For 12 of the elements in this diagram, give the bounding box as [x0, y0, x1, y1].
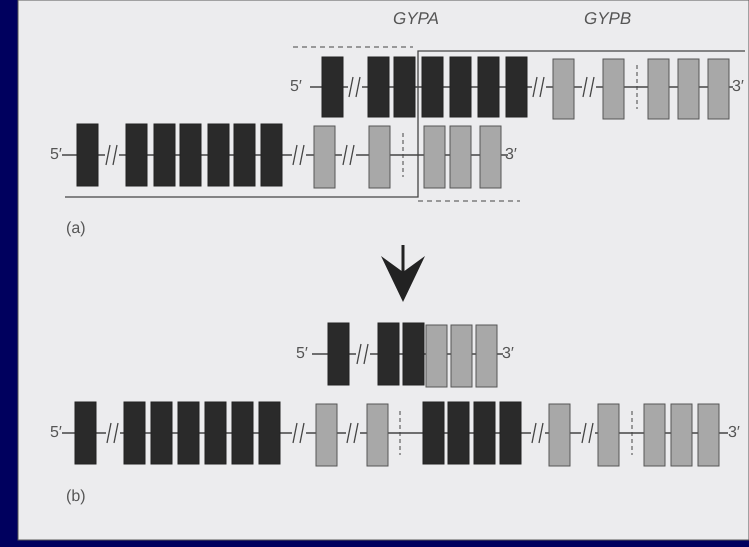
strand-end-label: 5′: [296, 345, 308, 363]
strand-end-label: 5′: [50, 146, 62, 164]
gene-name: GYPB: [584, 10, 632, 28]
panel-label: (a): [66, 220, 86, 238]
strand-end-label: 3′: [732, 78, 744, 96]
gene-name: GYPA: [393, 10, 439, 28]
panel-label: (b): [66, 488, 86, 506]
strand-end-label: 3′: [728, 424, 740, 442]
strand-end-label: 5′: [50, 424, 62, 442]
strand-end-label: 3′: [502, 345, 514, 363]
strand-end-label: 3′: [505, 146, 517, 164]
strand-end-label: 5′: [290, 78, 302, 96]
